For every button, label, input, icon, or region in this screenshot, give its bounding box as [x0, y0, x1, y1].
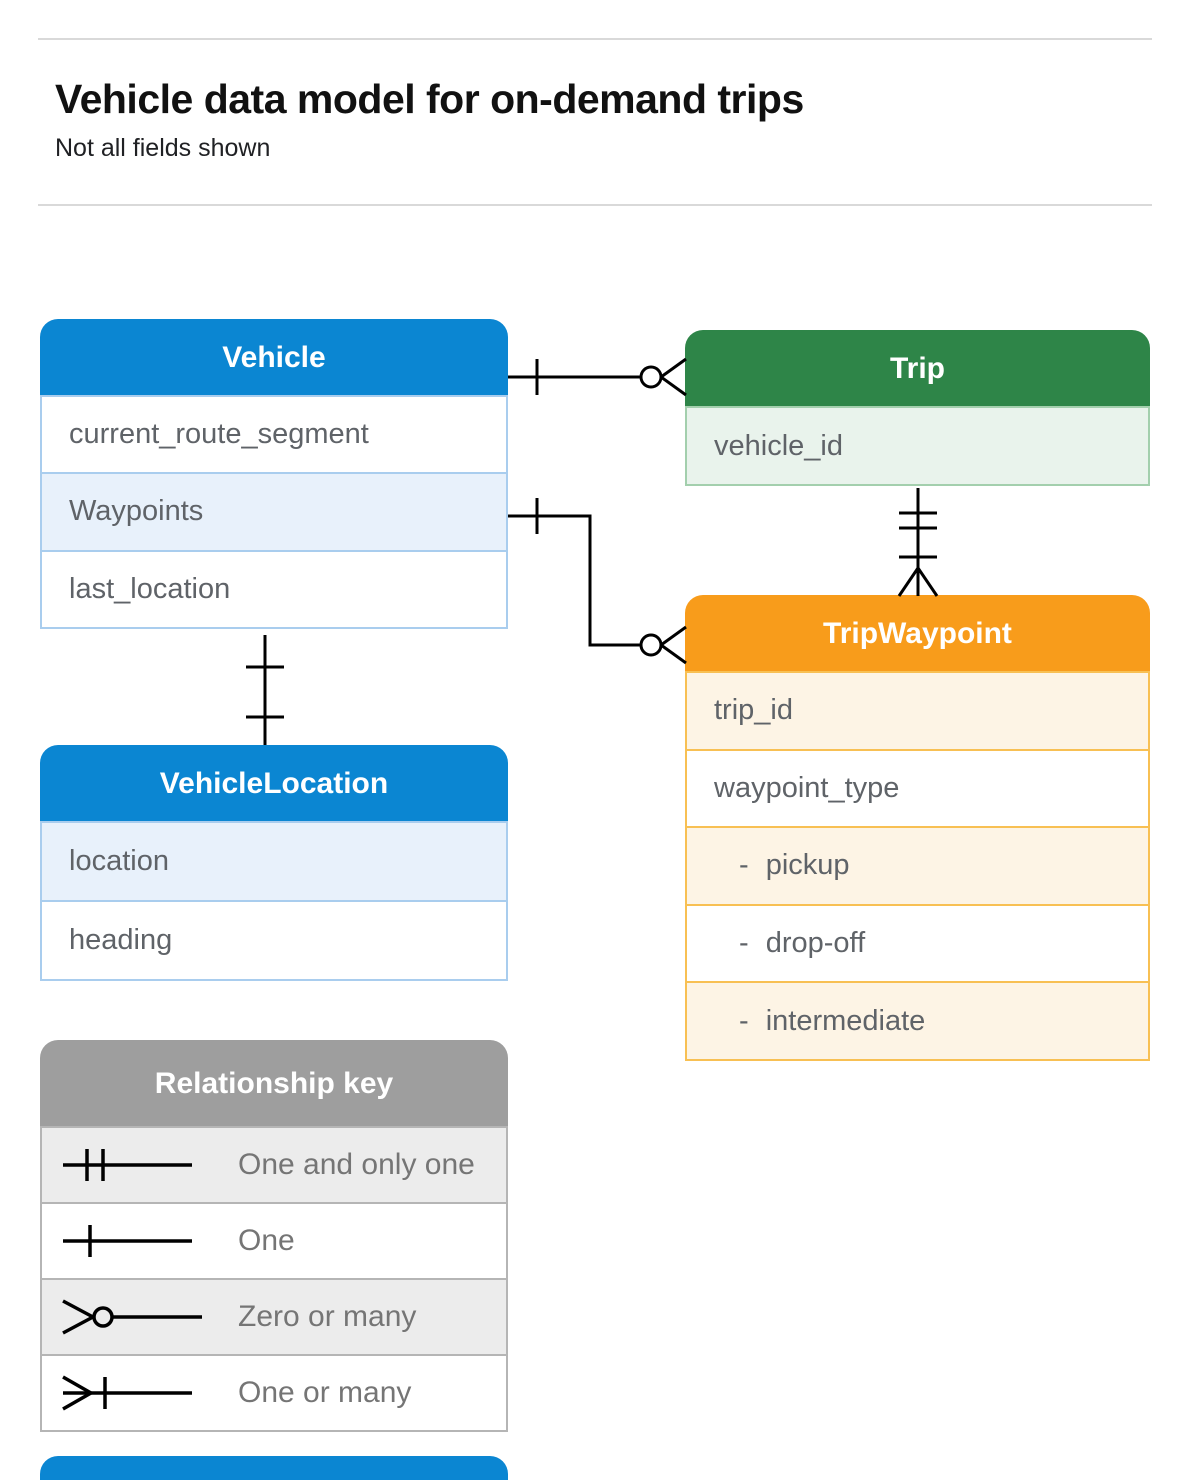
legend-item-one-and-only-one: One and only one [40, 1126, 508, 1204]
enum-intermediate: - intermediate [685, 981, 1150, 1061]
entity-trip-title: Trip [685, 330, 1150, 408]
field-waypoint-type: waypoint_type [685, 748, 1150, 829]
field-vehicle-id: vehicle_id [685, 406, 1150, 486]
field-current-route-segment: current_route_segment [40, 395, 508, 475]
one-or-many-symbol [62, 1375, 192, 1411]
legend-label: One [238, 1224, 295, 1257]
relationship-key: Relationship key One and only one One [40, 1040, 508, 1432]
entity-trip: Trip vehicle_id [685, 330, 1150, 486]
entity-trip-waypoint-title: TripWaypoint [685, 595, 1150, 673]
cropped-entity-header [40, 1456, 508, 1480]
field-last-location: last_location [40, 549, 508, 629]
entity-vehicle: Vehicle current_route_segment Waypoints … [40, 319, 508, 629]
relationship-key-title: Relationship key [40, 1040, 508, 1128]
one-and-only-one-symbol [63, 1149, 192, 1181]
enum-drop-off: - drop-off [685, 903, 1150, 984]
entity-vehicle-location-title: VehicleLocation [40, 745, 508, 823]
entity-trip-waypoint: TripWaypoint trip_id waypoint_type - pic… [685, 595, 1150, 1061]
field-heading: heading [40, 900, 508, 981]
top-divider [38, 38, 1152, 40]
relationship-vehicle-trip [508, 357, 687, 397]
legend-label: One and only one [238, 1148, 475, 1181]
entity-vehicle-title: Vehicle [40, 319, 508, 397]
legend-item-one-or-many: One or many [40, 1354, 508, 1432]
entity-vehicle-location: VehicleLocation location heading [40, 745, 508, 981]
page-subtitle: Not all fields shown [55, 134, 271, 162]
legend-label: Zero or many [238, 1300, 417, 1333]
zero-or-many-symbol [62, 1299, 202, 1335]
field-trip-id: trip_id [685, 671, 1150, 751]
header-divider [38, 204, 1152, 206]
legend-item-zero-or-many: Zero or many [40, 1278, 508, 1356]
relationship-trip-tripwaypoint [897, 488, 939, 597]
enum-pickup: - pickup [685, 826, 1150, 906]
relationship-vehicle-vehiclelocation [246, 635, 284, 745]
legend-item-one: One [40, 1202, 508, 1280]
legend-label: One or many [238, 1376, 412, 1409]
one-symbol [63, 1225, 192, 1257]
field-waypoints: Waypoints [40, 472, 508, 552]
field-location: location [40, 821, 508, 902]
relationship-waypoints-tripwaypoint [508, 498, 687, 665]
page-title: Vehicle data model for on-demand trips [55, 76, 804, 122]
